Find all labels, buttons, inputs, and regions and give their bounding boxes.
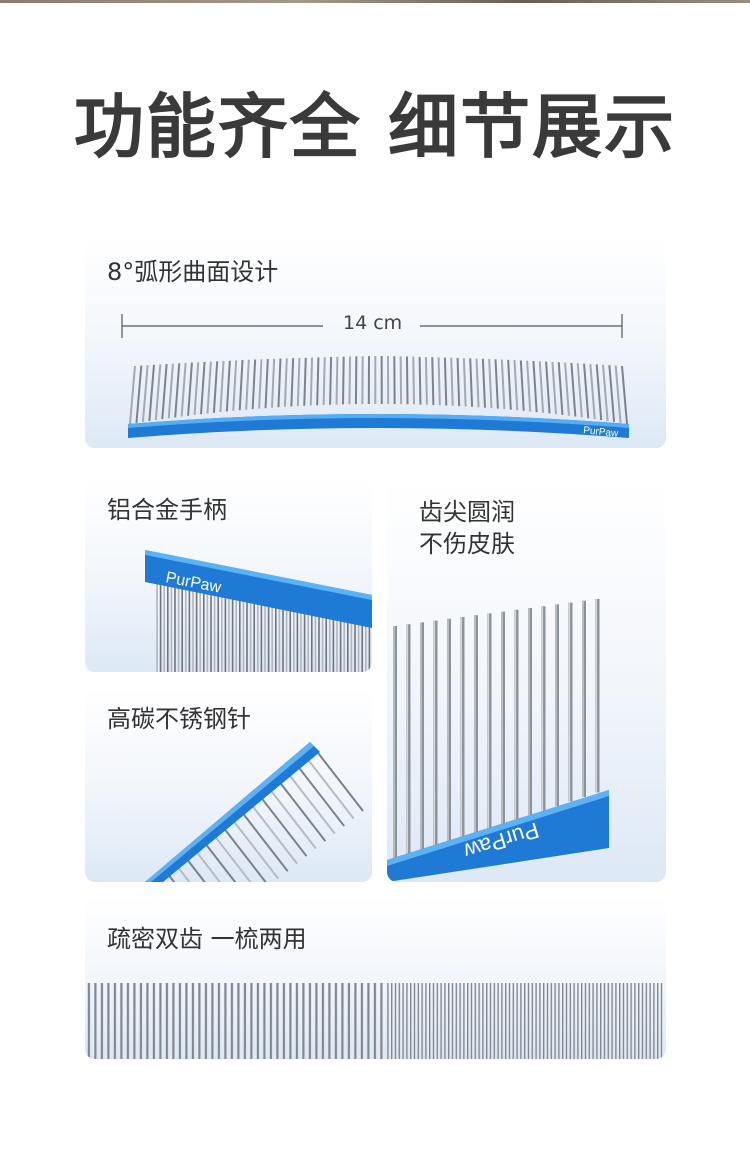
comb-teeth-image [87, 983, 663, 1059]
comb-tips-image: PurPaw [387, 599, 609, 882]
feature-card-tips: 齿尖圆润 不伤皮肤 PurPaw [387, 478, 666, 882]
feature-label-tips-line2: 不伤皮肤 [419, 530, 515, 558]
feature-card-steel: 高碳不锈钢针 [85, 687, 372, 882]
top-edge-strip [0, 0, 750, 3]
feature-card-dual: 疏密双齿 一梳两用 [85, 897, 666, 1059]
feature-label-steel: 高碳不锈钢针 [107, 705, 251, 733]
feature-label-arc: 8°弧形曲面设计 [107, 258, 279, 286]
feature-label-handle: 铝合金手柄 [107, 496, 227, 524]
feature-label-tips-line1: 齿尖圆润 [419, 498, 515, 526]
page-headline: 功能齐全 细节展示 [73, 86, 677, 168]
comb-arc-image: PurPaw [121, 314, 629, 440]
comb-steel-image [145, 742, 364, 882]
feature-card-arc: 8°弧形曲面设计 PurPaw 14 cm [85, 238, 666, 448]
arc-brand-mark: PurPaw [583, 425, 620, 440]
feature-card-handle: 铝合金手柄 PurPaw [85, 478, 372, 672]
comb-handle-image: PurPaw [145, 550, 372, 672]
feature-label-dual: 疏密双齿 一梳两用 [107, 925, 307, 953]
arc-measurement: 14 cm [343, 312, 403, 334]
